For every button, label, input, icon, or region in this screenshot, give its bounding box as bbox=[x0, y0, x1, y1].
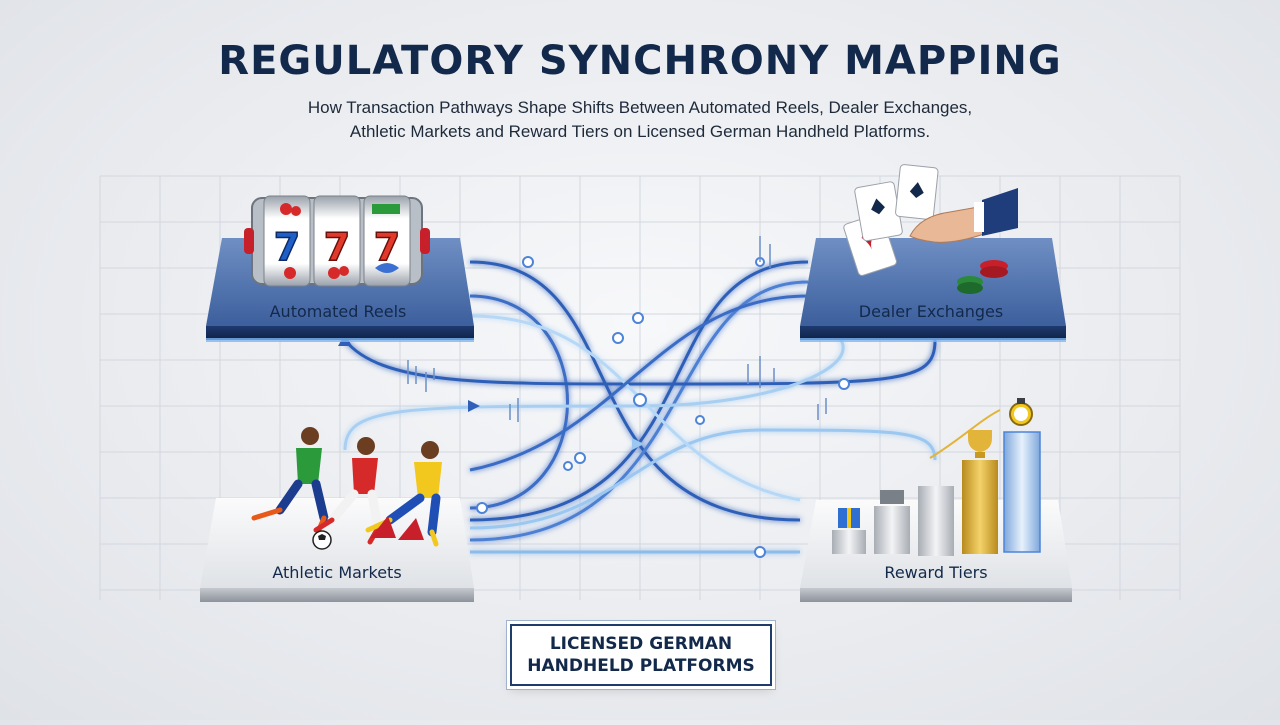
page-subtitle: How Transaction Pathways Shape Shifts Be… bbox=[140, 96, 1140, 144]
arrow-right-icon bbox=[632, 438, 644, 450]
pathway-reels-to-athletic bbox=[469, 294, 569, 510]
node-athletic-markets[interactable]: Athletic Markets bbox=[200, 427, 474, 602]
node-reward-tiers[interactable]: Reward Tiers bbox=[800, 398, 1072, 602]
subtitle-line-1: How Transaction Pathways Shape Shifts Be… bbox=[307, 98, 973, 117]
flow-arrows bbox=[338, 334, 644, 450]
node-label-athletic-markets: Athletic Markets bbox=[272, 563, 401, 582]
svg-text:7: 7 bbox=[324, 225, 350, 269]
pathway-athletic-to-rewards bbox=[469, 428, 937, 530]
trophy-icon bbox=[968, 430, 992, 452]
node-dealer-exchanges[interactable]: Dealer Exchanges bbox=[800, 164, 1066, 342]
soccer-players-icon bbox=[251, 427, 442, 550]
pathway-dealer-to-athletic bbox=[469, 260, 809, 522]
svg-text:7: 7 bbox=[274, 225, 300, 269]
platform-side bbox=[800, 588, 1072, 602]
badge-line-2: HANDHELD PLATFORMS bbox=[527, 656, 755, 676]
platform-top bbox=[200, 498, 474, 588]
cherry-icon bbox=[280, 203, 292, 215]
platform-side bbox=[800, 326, 1066, 340]
cherry-icon bbox=[284, 267, 296, 279]
node-label-reward-tiers: Reward Tiers bbox=[884, 563, 987, 582]
dealer-hand-icon bbox=[909, 205, 985, 243]
node-automated-reels[interactable]: Automated Reels 7 7 7 bbox=[206, 195, 474, 342]
data-tick-marks bbox=[407, 236, 827, 422]
badge-line-1: LICENSED GERMAN bbox=[549, 634, 733, 654]
reward-podium-icon bbox=[832, 398, 1041, 556]
node-label-dealer-exchanges: Dealer Exchanges bbox=[859, 302, 1003, 321]
flow-pathways bbox=[343, 260, 937, 554]
pathway-dealer-to-reels bbox=[469, 294, 809, 472]
slot-machine-icon: 7 7 7 bbox=[244, 195, 430, 287]
svg-text:7: 7 bbox=[374, 225, 400, 269]
flow-junctions bbox=[476, 256, 850, 558]
licensed-platforms-badge: LICENSED GERMAN HANDHELD PLATFORMS bbox=[510, 624, 772, 686]
page-title: REGULATORY SYNCHRONY MAPPING bbox=[218, 38, 1062, 84]
node-label-automated-reels: Automated Reels bbox=[270, 302, 407, 321]
playing-cards-icon bbox=[843, 164, 1018, 294]
gift-box-icon bbox=[880, 490, 904, 504]
cherry-icon bbox=[328, 267, 340, 279]
pathway-reels-to-rewards bbox=[469, 260, 801, 522]
platform-side bbox=[206, 326, 474, 340]
pathway-dealer-to-athletic-2 bbox=[469, 280, 809, 542]
subtitle-line-2: Athletic Markets and Reward Tiers on Lic… bbox=[349, 122, 931, 141]
pathway-dealer-return bbox=[343, 339, 937, 386]
platform-side bbox=[200, 588, 474, 602]
arrow-right-icon bbox=[468, 400, 480, 412]
